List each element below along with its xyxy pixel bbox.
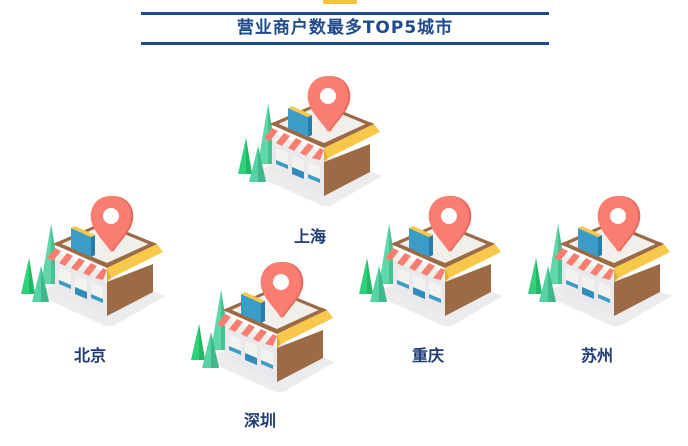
store-pin-icon	[238, 76, 382, 206]
page-title: 营业商户数最多TOP5城市	[236, 18, 454, 38]
store-pin-icon	[528, 196, 672, 326]
city-label-shanghai: 上海	[293, 227, 326, 246]
city-label-chongqing: 重庆	[411, 346, 444, 365]
city-label-suzhou: 苏州	[580, 346, 613, 365]
title-divider-bottom	[141, 42, 549, 45]
store-pin-icon	[21, 196, 165, 326]
top-accent-bar	[323, 0, 357, 4]
store-pin-icon	[359, 196, 503, 326]
city-label-beijing: 北京	[73, 346, 106, 365]
title-divider-top	[141, 12, 549, 15]
store-pin-icon	[191, 262, 335, 392]
city-label-shenzhen: 深圳	[243, 411, 276, 430]
